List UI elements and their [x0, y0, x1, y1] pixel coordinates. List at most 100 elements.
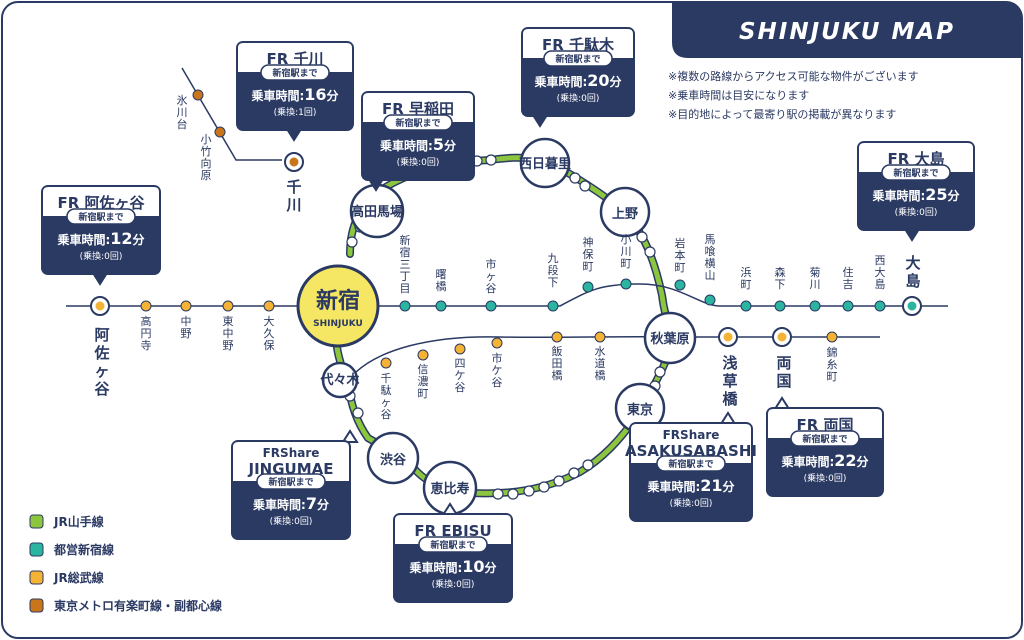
station-label-ichigaya_oedo: 市ヶ谷: [486, 257, 497, 295]
small-station-labels: 氷川台小竹向原高円寺中野東中野大久保新宿三丁目曙橋市ヶ谷九段下神保町小川町岩本町…: [141, 94, 886, 421]
station-dot-iwamotocho: [674, 279, 686, 291]
card-jingumae-time: 乗車時間:7分: [253, 494, 329, 513]
station-label-suidobashi: 水道橋: [595, 345, 606, 382]
card-senkawa-transfer: (乗換:1回): [274, 106, 317, 118]
station-ryogoku: 両国: [776, 354, 791, 390]
station-label-ogawamachi: 小川町: [621, 233, 632, 270]
station-label-okubo: 大久保: [264, 314, 275, 352]
card-senkawa-time: 乗車時間:16分: [251, 85, 338, 104]
station-dot-ichigaya-sobu: [491, 337, 503, 349]
station-label-kudanshita: 九段下: [548, 252, 559, 289]
station-label-hikawadai: 氷川台: [177, 94, 188, 131]
card-jingumae-transfer: (乗換:0回): [270, 515, 313, 527]
shinjuku-name: 新宿: [316, 288, 360, 314]
station-label-bakuroyokoyama: 馬喰横山: [705, 233, 716, 282]
property-stations: [90, 152, 922, 347]
station-asakusabashi: 浅草橋: [722, 354, 738, 408]
card-asakusabashi-brand: FRShare: [663, 428, 720, 442]
station-asagaya: 阿佐ヶ谷: [93, 326, 110, 398]
card-ojima-transfer: (乗換:0回): [895, 206, 938, 218]
station-dot-kinshicho: [826, 331, 838, 343]
card-ebisu-time: 乗車時間:10分: [409, 557, 496, 576]
card-asagaya-pill: 新宿駅まで: [78, 211, 123, 223]
station-dot-sumiyoshi: [842, 300, 854, 312]
station-label-morishita: 森下: [775, 265, 786, 291]
card-jingumae-brand: FRShare: [263, 446, 320, 460]
legend-oedo: 都営新宿線: [53, 542, 114, 557]
station-dot-ichigaya-oedo: [485, 300, 497, 312]
station-dot-morishita: [774, 300, 786, 312]
card-ebisu-title: FR EBISU: [414, 522, 491, 540]
card-asagaya-title: FR 阿佐ヶ谷: [57, 194, 145, 212]
station-label-sumiyoshi: 住吉: [843, 265, 854, 291]
station-label-nishiojima: 西大島: [875, 254, 886, 291]
major-stations: [321, 137, 697, 516]
legend-sobu: JR総武線: [53, 570, 104, 585]
station-nishinippori: 西日暮里: [519, 156, 571, 172]
card-asagaya-transfer: (乗換:0回): [80, 250, 123, 262]
note-2: ※乗車時間は目安になります: [668, 88, 809, 102]
card-waseda-transfer: (乗換:0回): [397, 156, 440, 168]
station-label-yotsuya: 四ケ谷: [455, 357, 466, 394]
card-ojima-title: FR 大島: [887, 150, 944, 168]
card-jingumae-pill: 新宿駅まで: [268, 476, 313, 488]
station-label-sendagaya: 千駄ヶ谷: [381, 372, 392, 421]
card-asakusabashi-time: 乗車時間:21分: [647, 476, 734, 495]
station-dot-kikukawa: [809, 300, 821, 312]
card-waseda-time: 乗車時間:5分: [380, 135, 456, 154]
station-dot-sendagaya: [380, 357, 392, 369]
station-dot-shinanomachi: [417, 349, 429, 361]
card-ojima-time: 乗車時間:25分: [872, 185, 959, 204]
card-ojima-pill: 新宿駅まで: [893, 167, 938, 179]
station-label-shinjuku3: 新宿三丁目: [400, 233, 411, 295]
card-waseda-title: FR 早稲田: [382, 100, 454, 118]
station-label-koenji: 高円寺: [141, 314, 152, 352]
station-label-jimbocho: 神保町: [583, 235, 594, 273]
station-label-kikukawa: 菊川: [810, 266, 821, 291]
card-waseda-pill: 新宿駅まで: [395, 117, 440, 129]
station-dot-ogawamachi: [620, 278, 632, 290]
card-ryogoku-time: 乗車時間:22分: [781, 451, 868, 470]
station-dot-hikawadai: [192, 89, 204, 101]
station-label-shinanomachi: 信濃町: [418, 363, 429, 400]
card-ryogoku-pill: 新宿駅まで: [802, 433, 847, 445]
card-asagaya-time: 乗車時間:12分: [57, 229, 144, 248]
station-dot-koenji: [140, 300, 152, 312]
card-asakusabashi-transfer: (乗換:0回): [670, 497, 713, 509]
station-yoyogi: 代々木: [319, 372, 360, 388]
card-senkawa-title: FR 千川: [266, 50, 323, 68]
station-dot-higashinakano: [222, 300, 234, 312]
station-dot-bakuroyokoyama: [704, 294, 716, 306]
station-label-nakano: 中野: [181, 315, 192, 340]
station-dot-yotsuya: [454, 343, 466, 355]
shinjuku-roman: SHINJUKU: [313, 319, 363, 329]
station-dot-nishiojima: [874, 300, 886, 312]
station-ojima: 大島: [905, 254, 920, 290]
card-sendagi-transfer: (乗換:0回): [557, 92, 600, 104]
map-title: SHINJUKU MAP: [739, 19, 955, 45]
legend: [29, 514, 44, 613]
station-ebisu: 恵比寿: [430, 481, 469, 497]
station-label-higashinakano: 東中野: [223, 315, 234, 352]
station-label-kotakemukaihara: 小竹向原: [201, 133, 212, 182]
note-3: ※目的地によって最寄り駅の掲載が異なります: [668, 107, 896, 121]
sobu-line-east: [355, 335, 880, 373]
card-ryogoku-transfer: (乗換:0回): [804, 472, 847, 484]
station-dot-shinjuku3: [399, 300, 411, 312]
station-label-ichigaya_sobu: 市ケ谷: [492, 351, 503, 389]
station-label-hamacho: 浜町: [741, 266, 752, 291]
shinjuku-hub: [296, 264, 380, 348]
station-dot-iidabashi: [551, 331, 563, 343]
